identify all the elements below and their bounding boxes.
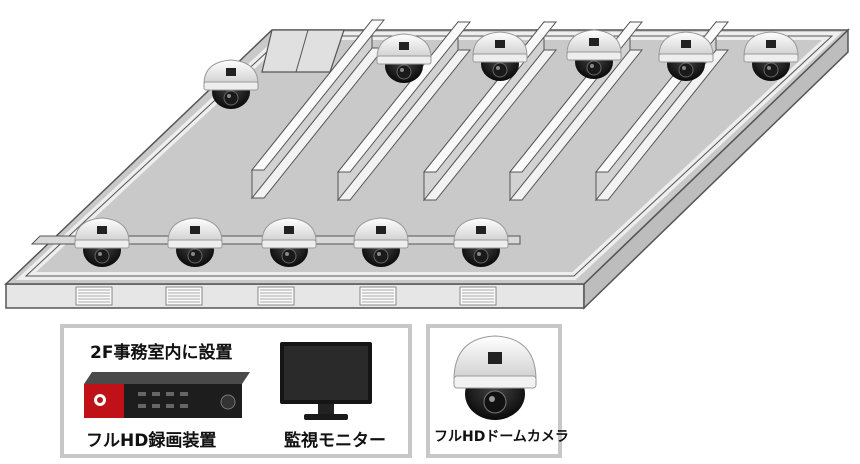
dvr-recorder-icon xyxy=(84,372,250,418)
monitor-label: 監視モニター xyxy=(284,431,386,451)
dome-camera-icon xyxy=(453,335,537,420)
vent-grille xyxy=(257,286,295,306)
stairwell xyxy=(261,29,345,73)
camera-label: フルHDドームカメラ xyxy=(434,429,569,445)
vent-grille xyxy=(165,286,203,306)
vent-grille xyxy=(459,286,497,306)
installation-note: 2F事務室内に設置 xyxy=(90,343,233,363)
camera-panel: フルHDドームカメラ xyxy=(426,324,569,458)
recorder-label: フルHD録画装置 xyxy=(86,431,217,451)
stairwell-divider xyxy=(295,29,309,73)
perimeter-line xyxy=(24,35,834,277)
parking-partition xyxy=(336,20,472,202)
vent-grille xyxy=(359,286,397,306)
lcd-monitor-icon xyxy=(280,342,372,420)
parking-partition xyxy=(250,18,386,200)
recorder-monitor-panel: 2F事務室内に設置 フルHD録画装置 監視モニター xyxy=(60,324,412,458)
parking-floor-diagram xyxy=(4,18,850,310)
vent-grille xyxy=(75,286,113,306)
